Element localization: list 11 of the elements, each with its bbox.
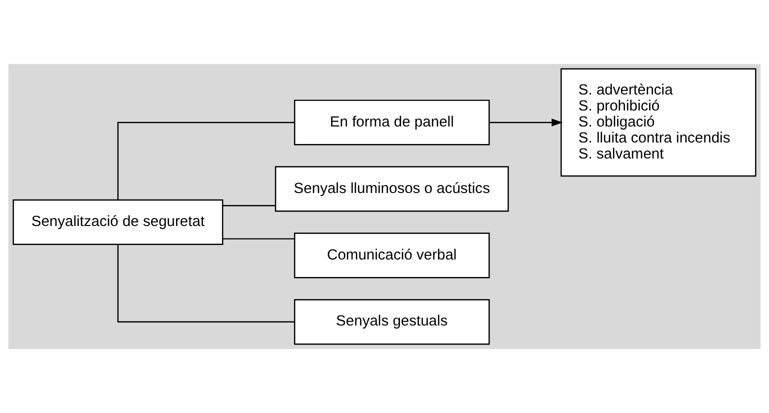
node-box: S. advertència S. prohibició S. obligació S. lluita contra incendis S. salvament [560, 68, 756, 177]
node-box: Senyalització de seguretat [12, 199, 224, 245]
node-box: Senyals lluminosos o acústics [274, 166, 509, 212]
connector [117, 122, 295, 200]
connector [222, 204, 276, 206]
node-box: En forma de panell [294, 100, 490, 146]
connector [222, 238, 294, 240]
connector [117, 244, 295, 323]
node-box: Senyals gestuals [294, 299, 490, 345]
node-box: Comunicació verbal [294, 232, 490, 278]
arrow [489, 118, 563, 126]
